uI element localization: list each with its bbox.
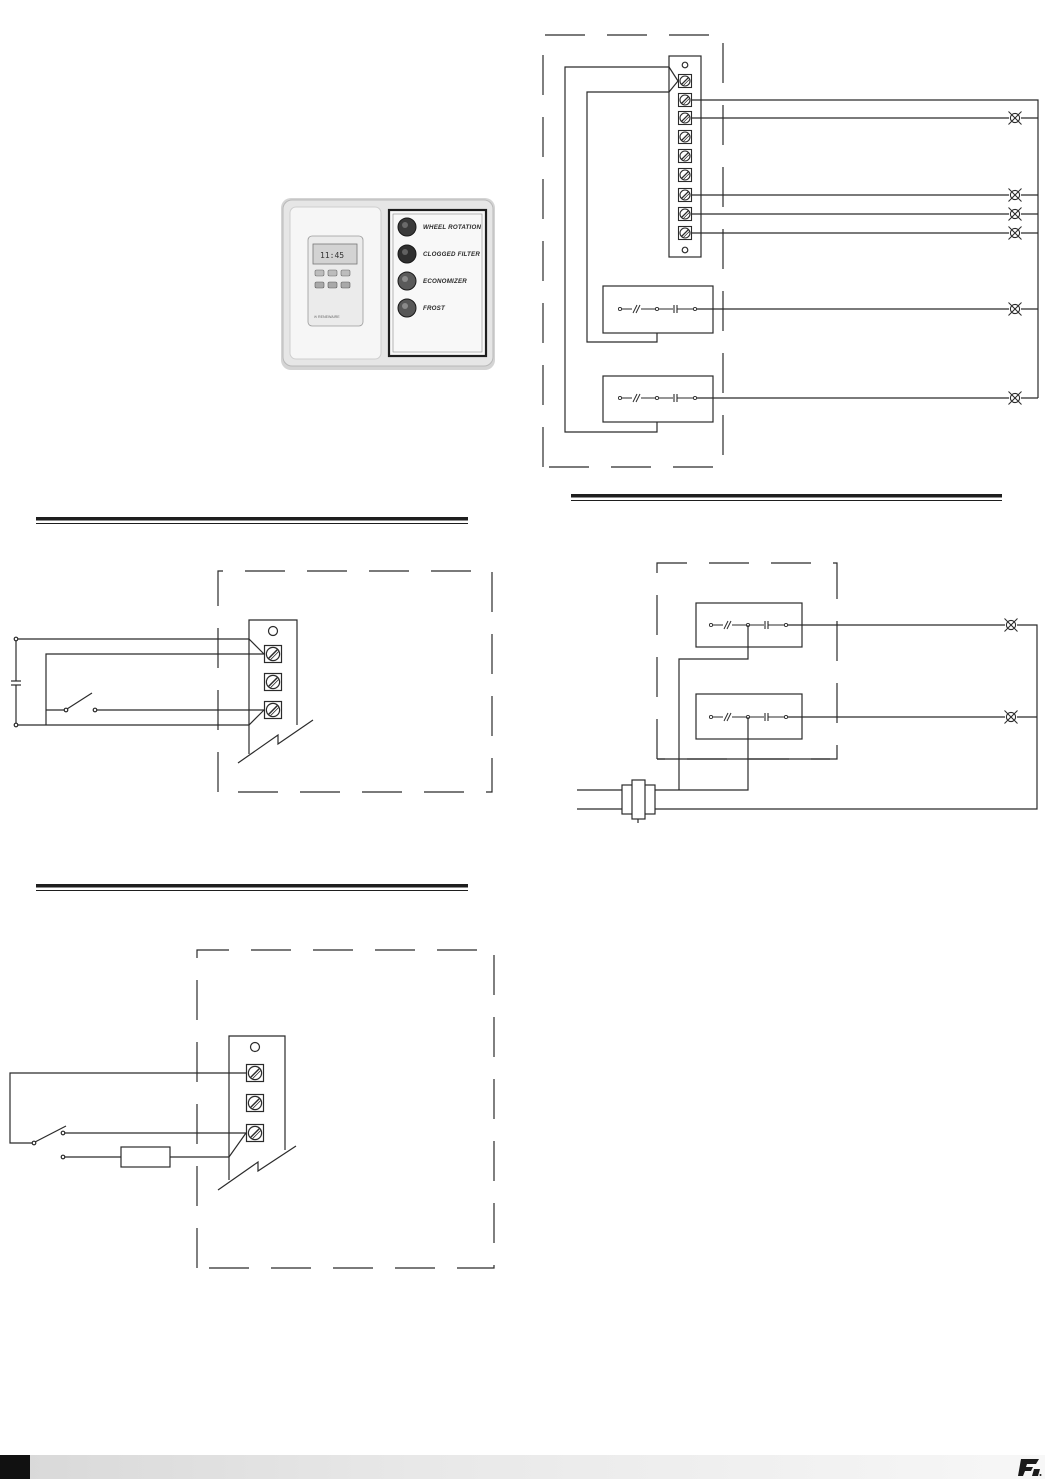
enclosure-outline [196, 949, 495, 1269]
terminal-screw-icon [263, 644, 283, 664]
wire-common-loop [9, 1072, 246, 1144]
switch-symbol [31, 1125, 67, 1160]
indicator-frost: FROST [397, 298, 446, 318]
section-rule-lower-left-thin [36, 890, 468, 891]
company-logo-icon [1018, 1459, 1042, 1476]
section-rule-upper-left-thin [36, 523, 468, 524]
wire-common-relay-1 [678, 625, 749, 790]
indicator-lamp-icon [1007, 110, 1023, 126]
mounting-hole [681, 61, 689, 69]
wire-lamp-return [692, 99, 1039, 398]
section-rule-right-thin [571, 500, 1002, 501]
timer-buttons [314, 269, 351, 289]
remote-panel-photo: 11:45 ✉ RENEWAIRE WHEEL ROTATION CLOGGED… [281, 198, 495, 370]
terminal-screw-icon [245, 1093, 265, 1113]
indicator-wheel-rotation: WHEEL ROTATION [397, 217, 481, 237]
wire-load-to-terminal-3 [170, 1132, 247, 1158]
terminal-screw-icon [263, 700, 283, 720]
diagram-lower-left [9, 949, 495, 1269]
indicator-lamp-icon [1007, 390, 1023, 406]
timer-button[interactable] [314, 281, 325, 289]
terminal-screw-icon [677, 129, 693, 145]
wire-common-relay-2 [655, 717, 749, 791]
terminal-screw-icon [677, 110, 693, 126]
section-rules [36, 494, 1002, 891]
indicator-panel-inner [392, 213, 483, 353]
terminal-screw-icon [245, 1123, 265, 1143]
terminal-strip-break [237, 719, 314, 764]
indicator-lamp-icon [1007, 301, 1023, 317]
timer-button[interactable] [314, 269, 325, 277]
lamp-highlight [402, 222, 408, 228]
timer-lcd [312, 243, 358, 265]
timer-button[interactable] [340, 269, 351, 277]
indicator-lamp-icon [1007, 225, 1023, 241]
cable-connector [577, 779, 656, 823]
page-number-block [0, 1455, 30, 1479]
diagram-upper-left [11, 570, 493, 793]
wire-terminal-1-diag [668, 66, 679, 82]
section-rule-right [571, 494, 1002, 498]
timer-button[interactable] [327, 269, 338, 277]
terminal-screw-icon [677, 92, 693, 108]
indicator-lamp-icon [1003, 617, 1019, 633]
lamp-highlight [402, 249, 408, 255]
mounting-hole [249, 1041, 261, 1053]
terminal-screw-icon [263, 672, 283, 692]
indicator-lamp-icon [1007, 206, 1023, 222]
indicator-lamp-icon [1003, 709, 1019, 725]
indicator-economizer: ECONOMIZER [397, 271, 467, 291]
indicator-label: WHEEL ROTATION [423, 224, 481, 231]
section-rule-lower-left [36, 884, 468, 888]
indicator-label: CLOGGED FILTER [423, 251, 480, 258]
terminal-strip-outline [248, 619, 298, 754]
terminal-screw-icon [677, 206, 693, 222]
terminal-screw-icon [677, 148, 693, 164]
lamp-highlight [402, 276, 408, 282]
diagram-upper-right [542, 34, 1039, 468]
terminal-strip-outline [228, 1035, 286, 1180]
terminal-screw-icon [677, 167, 693, 183]
enclosure-outline [217, 570, 493, 793]
terminal-screw-icon [677, 225, 693, 241]
indicator-lamp-icon [1007, 187, 1023, 203]
wire-bottom-to-terminal-3 [16, 709, 265, 726]
capacitor-symbol [11, 636, 21, 728]
wire-loop-to-terminal-1 [45, 653, 264, 725]
timer-brand: ✉ RENEWAIRE [314, 315, 340, 319]
timer-button[interactable] [340, 281, 351, 289]
section-rule-upper-left [36, 517, 468, 521]
mounting-hole [681, 246, 689, 254]
load-element [120, 1146, 171, 1168]
terminal-screw-icon [677, 187, 693, 203]
wire-common-to-relay-1 [586, 80, 679, 343]
indicator-label: FROST [423, 305, 446, 312]
indicator-clogged-filter: CLOGGED FILTER [397, 244, 480, 264]
mounting-hole [267, 625, 279, 637]
terminal-strip-break [217, 1145, 297, 1191]
wire-top-to-terminal-1 [16, 638, 265, 655]
diagram-lower-right [577, 562, 1038, 823]
terminal-screw-icon [677, 73, 693, 89]
indicator-label: ECONOMIZER [423, 278, 467, 285]
lamp-highlight [402, 303, 408, 309]
timer-button[interactable] [327, 281, 338, 289]
terminal-screw-icon [245, 1063, 265, 1083]
timer-lcd-reading: 11:45 [320, 251, 344, 260]
enclosure-outline [542, 34, 724, 468]
footer-bar [0, 1455, 1045, 1479]
switch-symbol [63, 692, 98, 713]
